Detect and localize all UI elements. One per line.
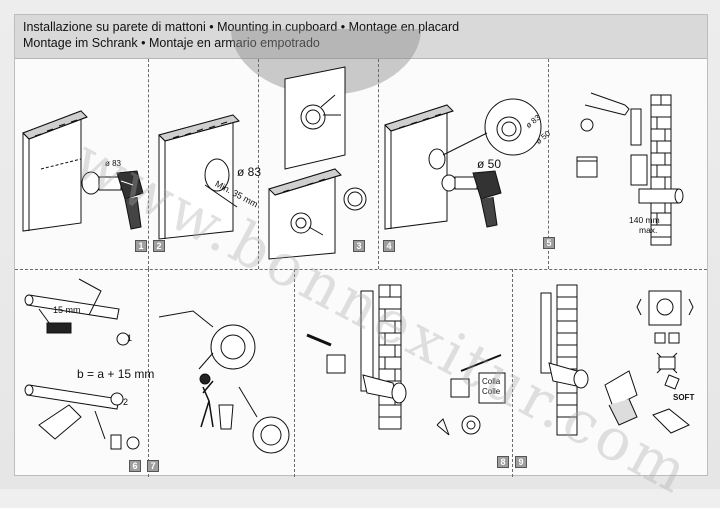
step-badge-3: 3 (353, 240, 365, 252)
trim-disposal-illustration (158, 310, 290, 454)
diameter-83-label: ø 83 (237, 165, 262, 179)
panel-step-1 (15, 59, 149, 269)
panel-step-3 (259, 59, 379, 269)
brick-wall-hole-illustration (158, 114, 240, 240)
pipe-cutting-illustration (24, 278, 140, 450)
panel-step-8 (295, 269, 513, 477)
step-badge-5: 5 (543, 237, 555, 249)
colla-label: Colla (482, 377, 501, 386)
step-badge-7: 7 (147, 460, 159, 472)
panel-step-2 (149, 59, 259, 269)
brick-wall-drill-illustration (22, 110, 144, 232)
title-line-2: Montage im Schrank • Montaje en armario … (23, 36, 320, 50)
panel-step-4 (379, 59, 549, 269)
length-15mm-label: 15 mm (53, 305, 81, 315)
instruction-frame: Installazione su parete di mattoni • Mou… (14, 14, 708, 508)
glue-assembly-illustration (306, 284, 506, 436)
substep-1-label: 1 (127, 333, 133, 343)
colle-label: Colle (482, 387, 501, 396)
step-badge-2: 2 (153, 240, 165, 252)
step-badge-8: 8 (497, 456, 509, 468)
step-badge-6: 6 (129, 460, 141, 472)
cupboard-fitting-illustration (268, 66, 367, 260)
brick-wall-drill-50-illustration (384, 98, 542, 230)
panel-step-7 (149, 269, 295, 477)
max-label: max. (639, 225, 658, 235)
soft-close-label: SOFT (673, 393, 695, 402)
pipe-measure-illustration (576, 92, 684, 246)
row-divider (15, 269, 707, 270)
formula-label: b = a + 15 mm (77, 367, 155, 381)
title-line-1: Installazione su parete di mattoni • Mou… (23, 20, 460, 34)
step-badge-1: 1 (135, 240, 147, 252)
max-140mm-label: 140 mm (629, 215, 660, 225)
title-header: Installazione su parete di mattoni • Mou… (15, 15, 707, 59)
substep-2-label: 2 (123, 397, 129, 407)
diameter-83-small-label: ø 83 (105, 159, 122, 168)
final-assembly-illustration (540, 284, 694, 436)
diameter-50-label: ø 50 (477, 157, 502, 171)
step-badge-9: 9 (515, 456, 527, 468)
step-badge-4: 4 (383, 240, 395, 252)
panel-step-6 (15, 269, 149, 477)
